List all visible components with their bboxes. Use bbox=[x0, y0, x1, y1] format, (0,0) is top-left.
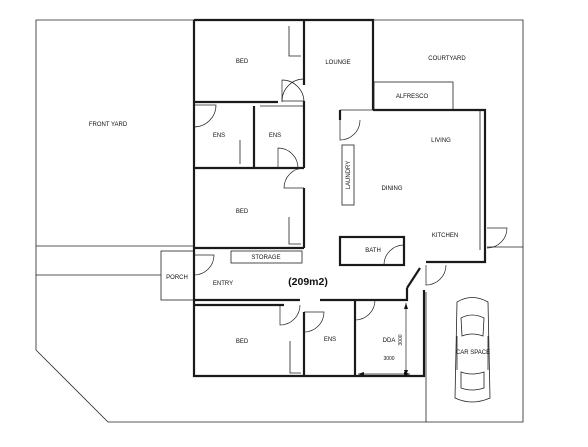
alfresco-outline bbox=[373, 81, 454, 111]
label-ens-3: ENS bbox=[324, 337, 336, 343]
wardrobe bbox=[289, 341, 301, 374]
label-lounge: LOUNGE bbox=[325, 60, 350, 66]
label-car-space: CAR SPACE bbox=[456, 350, 490, 356]
exterior-wall bbox=[406, 267, 421, 289]
dimension-width: 3000 bbox=[383, 356, 394, 362]
label-bath: BATH bbox=[365, 248, 381, 254]
label-courtyard: COURTYARD bbox=[428, 56, 466, 62]
exterior-wall bbox=[194, 18, 375, 110]
dimension-arrow bbox=[404, 303, 408, 309]
wardrobe bbox=[288, 217, 301, 245]
wardrobe bbox=[288, 26, 301, 57]
bath-outline bbox=[338, 235, 406, 267]
label-dda: DDA bbox=[383, 338, 396, 344]
exterior-wall bbox=[320, 288, 409, 302]
dimension-height: 3000 bbox=[398, 334, 404, 345]
door-swing bbox=[281, 79, 305, 103]
car-icon bbox=[454, 297, 491, 403]
door-swing bbox=[303, 311, 325, 333]
label-entry: ENTRY bbox=[213, 281, 233, 287]
door-swing bbox=[339, 119, 361, 141]
lot-boundary bbox=[35, 19, 524, 423]
label-alfresco: ALFRESCO bbox=[396, 94, 429, 100]
label-ens-2: ENS bbox=[269, 133, 281, 139]
door-swing bbox=[279, 304, 301, 326]
label-ens-1: ENS bbox=[213, 133, 225, 139]
door-swing bbox=[193, 104, 217, 128]
door-swing bbox=[193, 254, 215, 276]
label-kitchen: KITCHEN bbox=[432, 233, 458, 239]
label-bed-1: BED bbox=[236, 59, 249, 65]
door-swing bbox=[277, 147, 299, 169]
label-front-yard: FRONT YARD bbox=[89, 122, 128, 128]
label-dining: DINING bbox=[382, 186, 403, 192]
storage-outline bbox=[230, 250, 303, 264]
total-area: (209m2) bbox=[288, 276, 328, 288]
dimension-arrow bbox=[358, 372, 364, 376]
laundry-cabinet bbox=[341, 144, 355, 206]
door-swing bbox=[354, 299, 376, 321]
label-storage: STORAGE bbox=[251, 255, 280, 261]
dimension-arrow bbox=[404, 372, 410, 376]
door-swing bbox=[425, 264, 447, 286]
door-swing bbox=[383, 244, 405, 266]
label-laundry: LAUNDRY bbox=[346, 161, 352, 190]
door-swing bbox=[281, 78, 305, 102]
door-swing bbox=[283, 167, 305, 189]
label-bed-3: BED bbox=[236, 339, 249, 345]
label-porch: PORCH bbox=[166, 275, 188, 281]
door-swing bbox=[486, 227, 508, 249]
label-bed-2: BED bbox=[236, 209, 249, 215]
label-living: LIVING bbox=[431, 138, 451, 144]
exterior-wall bbox=[192, 290, 426, 378]
